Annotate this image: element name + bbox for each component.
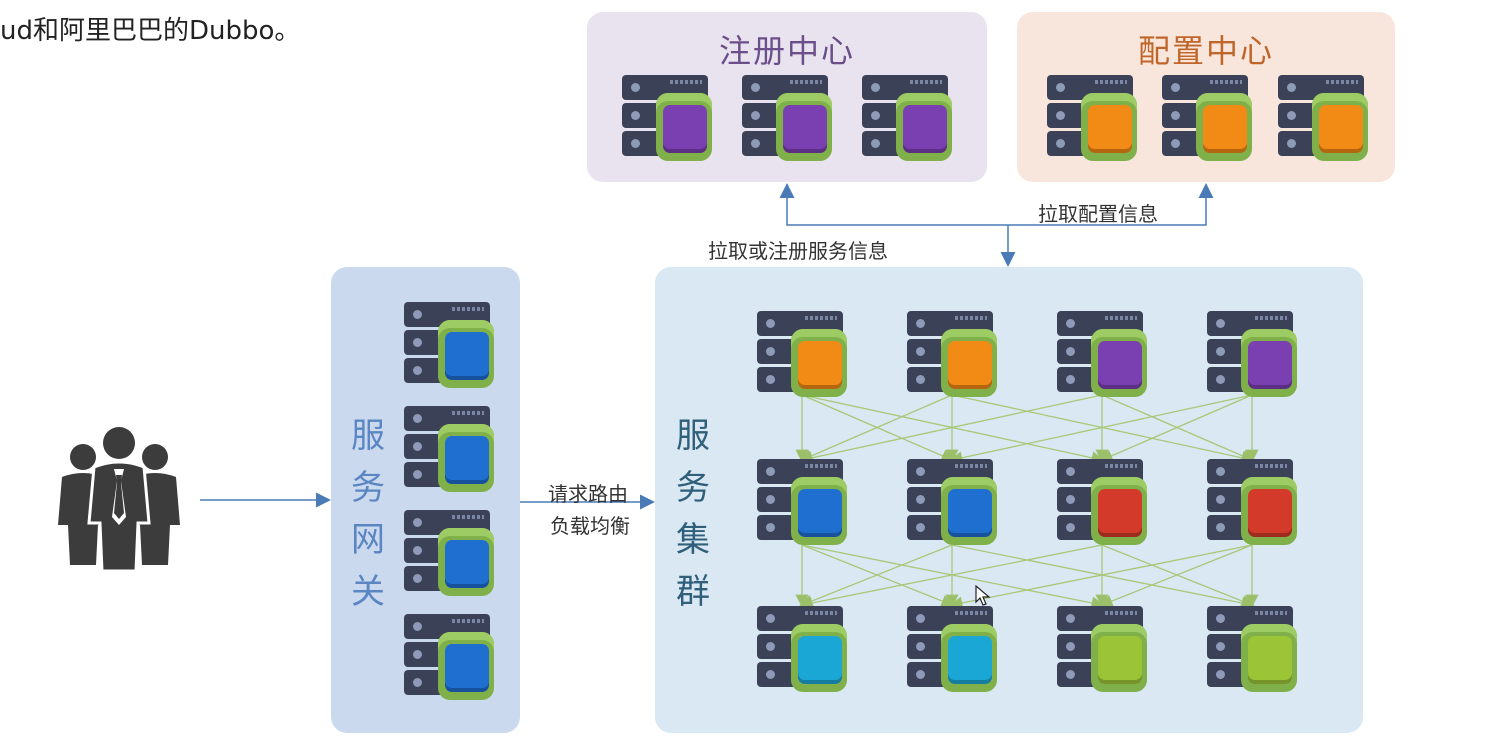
- server-icon: [404, 302, 494, 388]
- users-group-icon: [58, 427, 180, 573]
- service-call-edge: [1099, 544, 1253, 608]
- server-icon: [1057, 311, 1147, 397]
- service-call-edge: [1099, 394, 1253, 462]
- server-icon: [622, 75, 712, 161]
- registry-arrow: [779, 183, 1008, 226]
- server-icon: [907, 459, 997, 545]
- routing-label: 请求路由: [548, 482, 628, 506]
- cluster-label: 服务集群: [673, 410, 713, 618]
- service-call-edge: [799, 544, 1103, 610]
- service-call-edge: [949, 394, 1253, 465]
- config-arrow: [1008, 183, 1214, 226]
- server-icon: [404, 510, 494, 596]
- server-icon: [1207, 606, 1297, 692]
- service-call-edge: [949, 544, 1253, 610]
- gateway-label-text: 服务网关: [351, 416, 385, 612]
- pull-config-label: 拉取配置信息: [1038, 202, 1158, 226]
- server-icon: [742, 75, 832, 161]
- service-call-edge: [799, 544, 953, 608]
- registry-center-title: 注册中心: [718, 32, 855, 70]
- server-icon: [757, 606, 847, 692]
- config-center-title: 配置中心: [1137, 32, 1274, 70]
- top-text-fragment: ud和阿里巴巴的Dubbo。: [0, 16, 301, 46]
- server-icon: [757, 459, 847, 545]
- server-icon: [404, 614, 494, 700]
- server-icon: [1057, 606, 1147, 692]
- pull-register-label: 拉取或注册服务信息: [708, 239, 888, 263]
- server-icon: [1047, 75, 1137, 161]
- server-icon: [907, 606, 997, 692]
- server-icon: [1162, 75, 1252, 161]
- server-icon: [404, 406, 494, 492]
- gateway-label: 服务网关: [348, 410, 388, 618]
- server-icon: [757, 311, 847, 397]
- server-icon: [1278, 75, 1368, 161]
- service-call-edge: [799, 394, 953, 462]
- load-balance-label: 负载均衡: [550, 514, 630, 538]
- server-icon: [1057, 459, 1147, 545]
- server-icon: [907, 311, 997, 397]
- server-icon: [862, 75, 952, 161]
- server-icon: [1207, 459, 1297, 545]
- server-icon: [1207, 311, 1297, 397]
- mouse-cursor-icon: [975, 585, 991, 606]
- service-call-edge: [799, 394, 1103, 465]
- cluster-label-text: 服务集群: [676, 416, 710, 612]
